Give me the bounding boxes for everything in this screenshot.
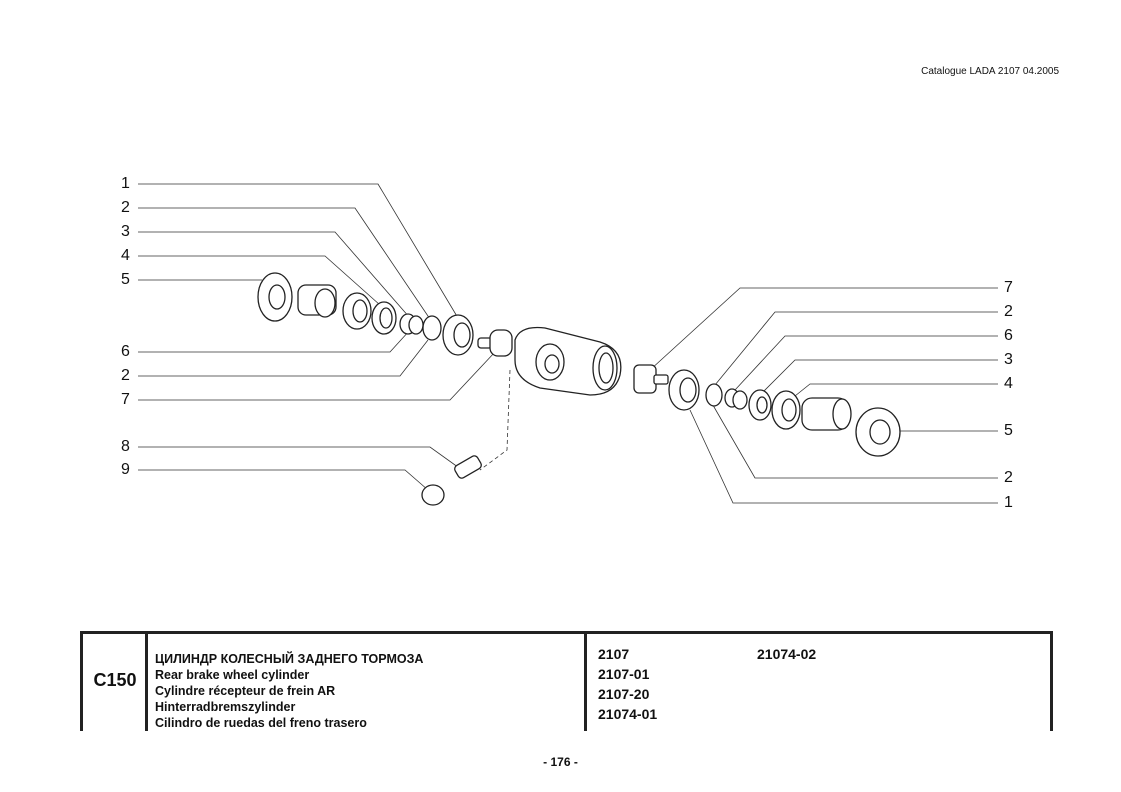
callout-right-6: 6	[1004, 327, 1013, 344]
callout-right-5: 5	[1004, 422, 1013, 439]
callout-right-3: 3	[1004, 351, 1013, 368]
exploded-parts-diagram	[138, 183, 998, 506]
callout-left-4: 4	[121, 247, 130, 264]
callout-right-2: 2	[1004, 303, 1013, 320]
leader-lines	[138, 183, 998, 504]
callout-right-1: 1	[1004, 494, 1013, 511]
catalogue-header: Catalogue LADA 2107 04.2005	[921, 66, 1059, 77]
description-de: Hinterradbremszylinder	[155, 700, 296, 714]
callout-left-2: 2	[121, 199, 130, 216]
callout-left-2b: 2	[121, 367, 130, 384]
table-divider	[145, 631, 148, 731]
model: 21074-01	[598, 706, 658, 722]
table-top-border	[80, 631, 1053, 634]
description-es: Cilindro de ruedas del freno trasero	[155, 716, 367, 730]
callout-left-7: 7	[121, 391, 130, 408]
description-fr: Cylindre récepteur de frein AR	[155, 684, 336, 698]
callout-left-8: 8	[121, 438, 130, 455]
callout-right-4: 4	[1004, 375, 1013, 392]
model: 2107-20	[598, 686, 650, 702]
table-divider	[80, 631, 83, 731]
table-divider	[584, 631, 587, 731]
description-ru: ЦИЛИНДР КОЛЕСНЫЙ ЗАДНЕГО ТОРМОЗА	[155, 652, 424, 666]
table-divider	[1050, 631, 1053, 731]
callout-left-1: 1	[121, 175, 130, 192]
callout-left-6: 6	[121, 343, 130, 360]
callout-left-5: 5	[121, 271, 130, 288]
callout-left-9: 9	[121, 461, 130, 478]
model: 2107-01	[598, 666, 650, 682]
callout-right-2b: 2	[1004, 469, 1013, 486]
callout-right-7: 7	[1004, 279, 1013, 296]
parts	[257, 272, 901, 506]
page-number: - 176 -	[543, 755, 578, 769]
model: 21074-02	[757, 646, 817, 662]
description-en: Rear brake wheel cylinder	[155, 668, 310, 682]
callout-left-3: 3	[121, 223, 130, 240]
section-code: C150	[93, 670, 137, 690]
model: 2107	[598, 646, 630, 662]
